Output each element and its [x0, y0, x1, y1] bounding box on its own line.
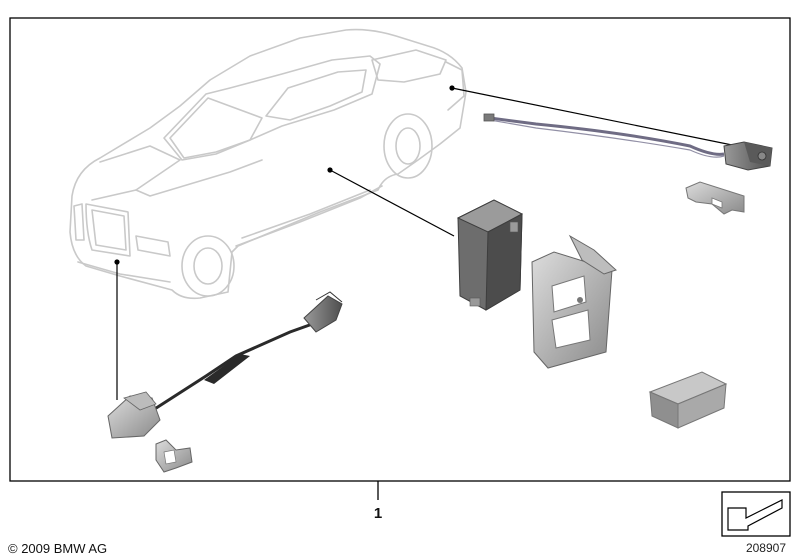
- diagram-number: 208907: [746, 541, 786, 555]
- clip-bracket-icon: [685, 181, 745, 215]
- rear-camera-icon: [483, 113, 773, 171]
- leader-lines: [114, 85, 738, 400]
- control-unit-icon: [456, 199, 524, 311]
- car-outline: [69, 28, 467, 300]
- copyright-text: © 2009 BMW AG: [8, 541, 107, 556]
- small-clip-icon: [155, 439, 193, 473]
- parts-box-icon: [648, 371, 728, 429]
- mounting-bracket-icon: [531, 234, 617, 369]
- diagram-frame: [9, 17, 791, 482]
- front-camera-icon: [107, 291, 343, 439]
- callout-number: 1: [374, 505, 382, 522]
- page-corner-arrow-icon: [721, 491, 791, 537]
